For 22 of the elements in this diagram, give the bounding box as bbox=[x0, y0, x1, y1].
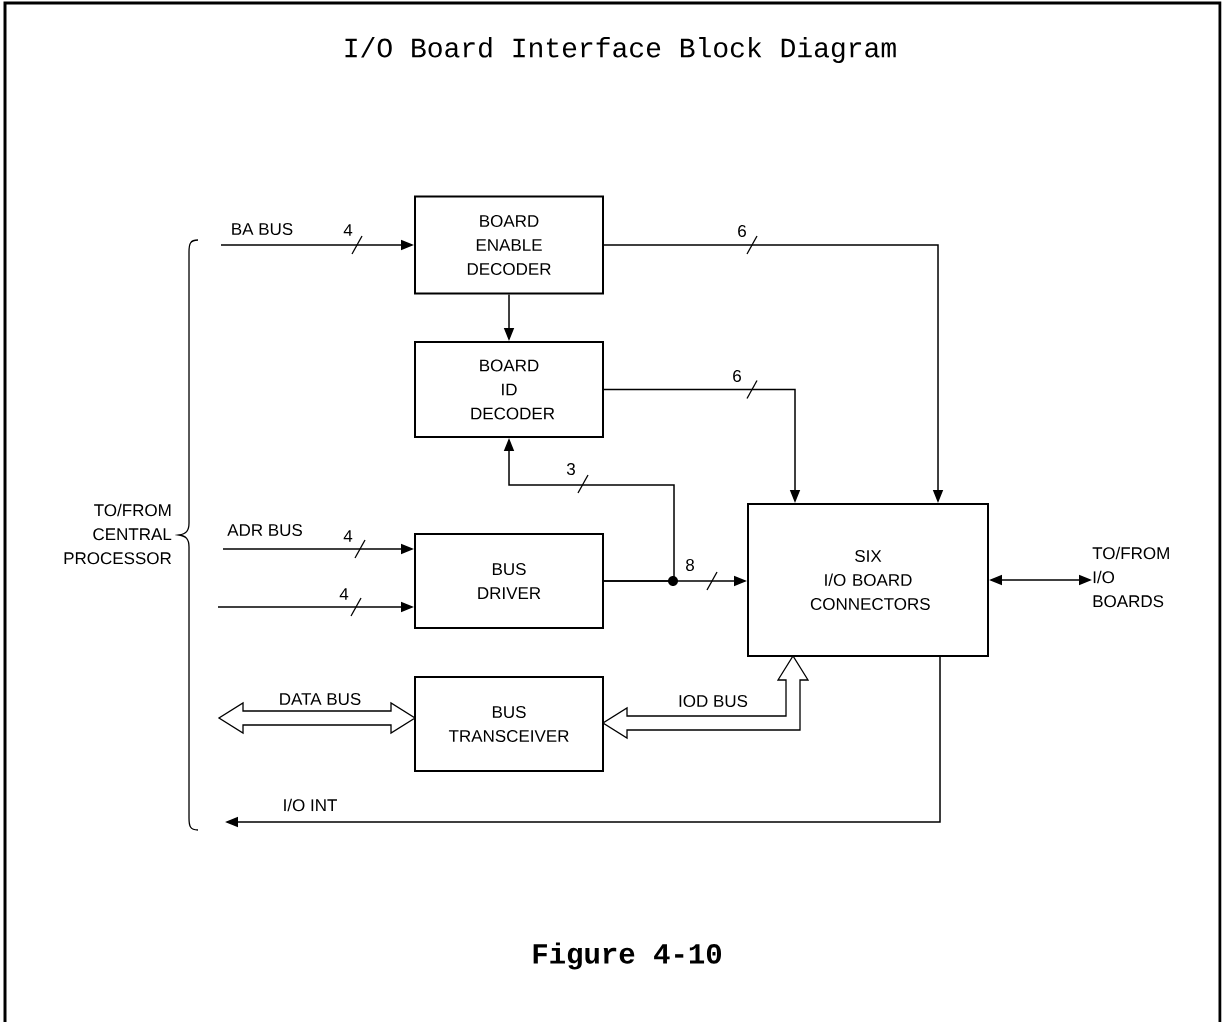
edge-label: IOD BUS bbox=[677, 694, 749, 708]
edge-label: 4 bbox=[342, 529, 354, 543]
edge-label: 3 bbox=[565, 462, 577, 476]
edge-label: 6 bbox=[731, 369, 743, 383]
destination-label: TO/FROM I/O BOARDS bbox=[1092, 546, 1169, 608]
block-box: BUS DRIVER bbox=[414, 533, 604, 629]
block-box: SIX I/O BOARD CONNECTORS bbox=[747, 503, 989, 657]
block-box: BOARD ID DECODER bbox=[414, 341, 604, 438]
edge-label: 8 bbox=[684, 558, 696, 572]
edge-label: I/O INT bbox=[281, 797, 339, 813]
bus-label: ADR BUS bbox=[227, 524, 302, 536]
edge-label: 4 bbox=[338, 587, 350, 601]
bus-label: BA BUS bbox=[232, 223, 293, 235]
diagram-title: I/O Board Interface Block Diagram bbox=[345, 36, 896, 64]
block-box: BUS TRANSCEIVER bbox=[414, 676, 604, 772]
block-box: BOARD ENABLE DECODER bbox=[414, 195, 604, 295]
figure-caption: Figure 4-10 bbox=[533, 942, 721, 970]
edge-label: 4 bbox=[342, 223, 354, 237]
edge-label: 6 bbox=[736, 224, 748, 238]
edge-label: DATA BUS bbox=[277, 692, 363, 706]
bus-label: TO/FROM CENTRAL PROCESSOR bbox=[64, 503, 172, 565]
bus-arrow bbox=[217, 701, 417, 735]
